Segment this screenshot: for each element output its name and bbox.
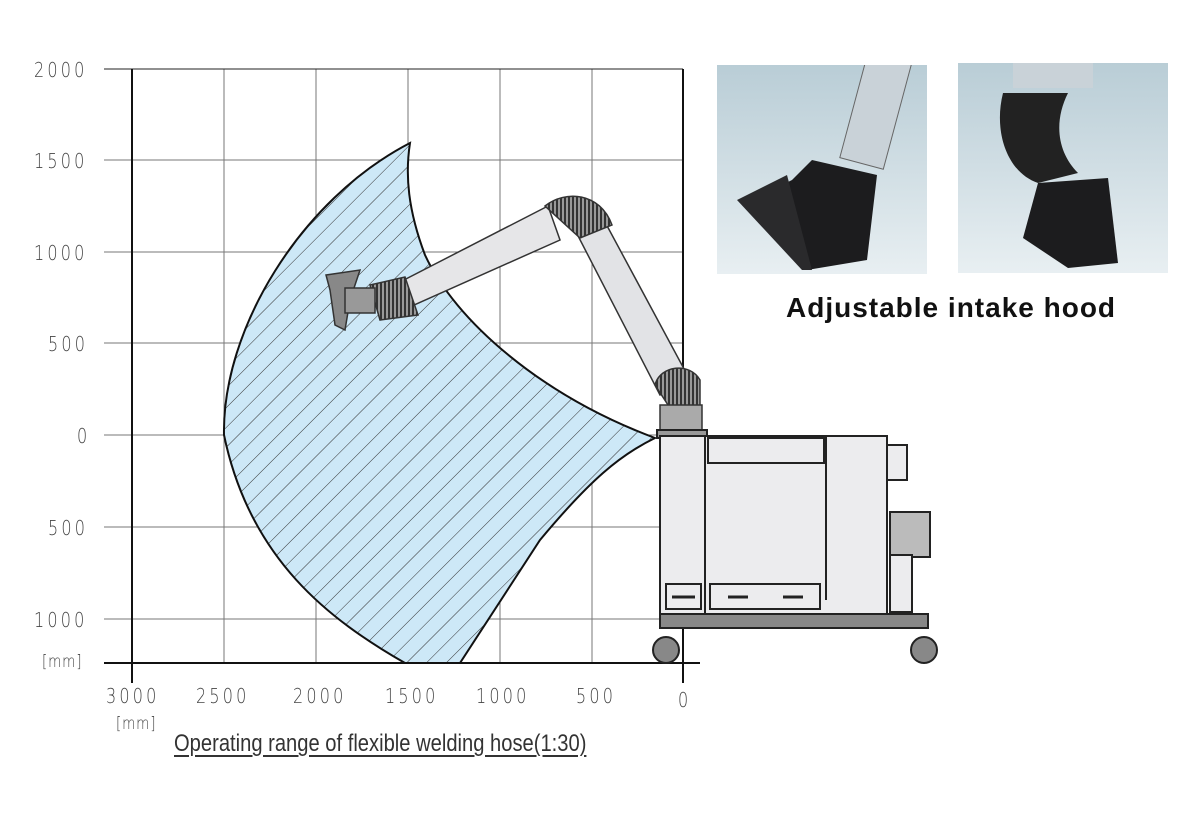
x-tick-label: 3000 (106, 684, 160, 708)
x-tick-label: 500 (576, 684, 617, 708)
y-tick-label: 500 (48, 332, 89, 356)
intake-hood-title: Adjustable intake hood (786, 292, 1117, 323)
x-tick-label: 1000 (476, 684, 530, 708)
intake-hood-photo-1 (717, 65, 927, 274)
y-tick-label: 0 (77, 424, 91, 448)
x-tick-label: 0 (678, 688, 692, 712)
x-tick-label: 2500 (196, 684, 250, 708)
intake-hood-photo-2 (958, 63, 1168, 273)
x-tick-label: 1500 (385, 684, 439, 708)
extraction-arm (325, 195, 703, 431)
y-tick-label: 1000 (34, 608, 88, 632)
intake-hood-illustration (737, 65, 913, 270)
y-tick-label: 1500 (34, 149, 88, 173)
y-tick-label: 2000 (34, 58, 88, 82)
y-tick-label: 500 (48, 516, 89, 540)
x-tick-label: 2000 (293, 684, 347, 708)
diagram-caption: Operating range of flexible welding hose… (174, 730, 587, 757)
intake-hood-illustration (999, 63, 1118, 268)
extractor-unit (652, 429, 938, 664)
y-tick-label: 1000 (34, 241, 88, 265)
y-unit-label: [mm] (42, 652, 83, 672)
x-unit-label: [mm] (116, 714, 157, 734)
